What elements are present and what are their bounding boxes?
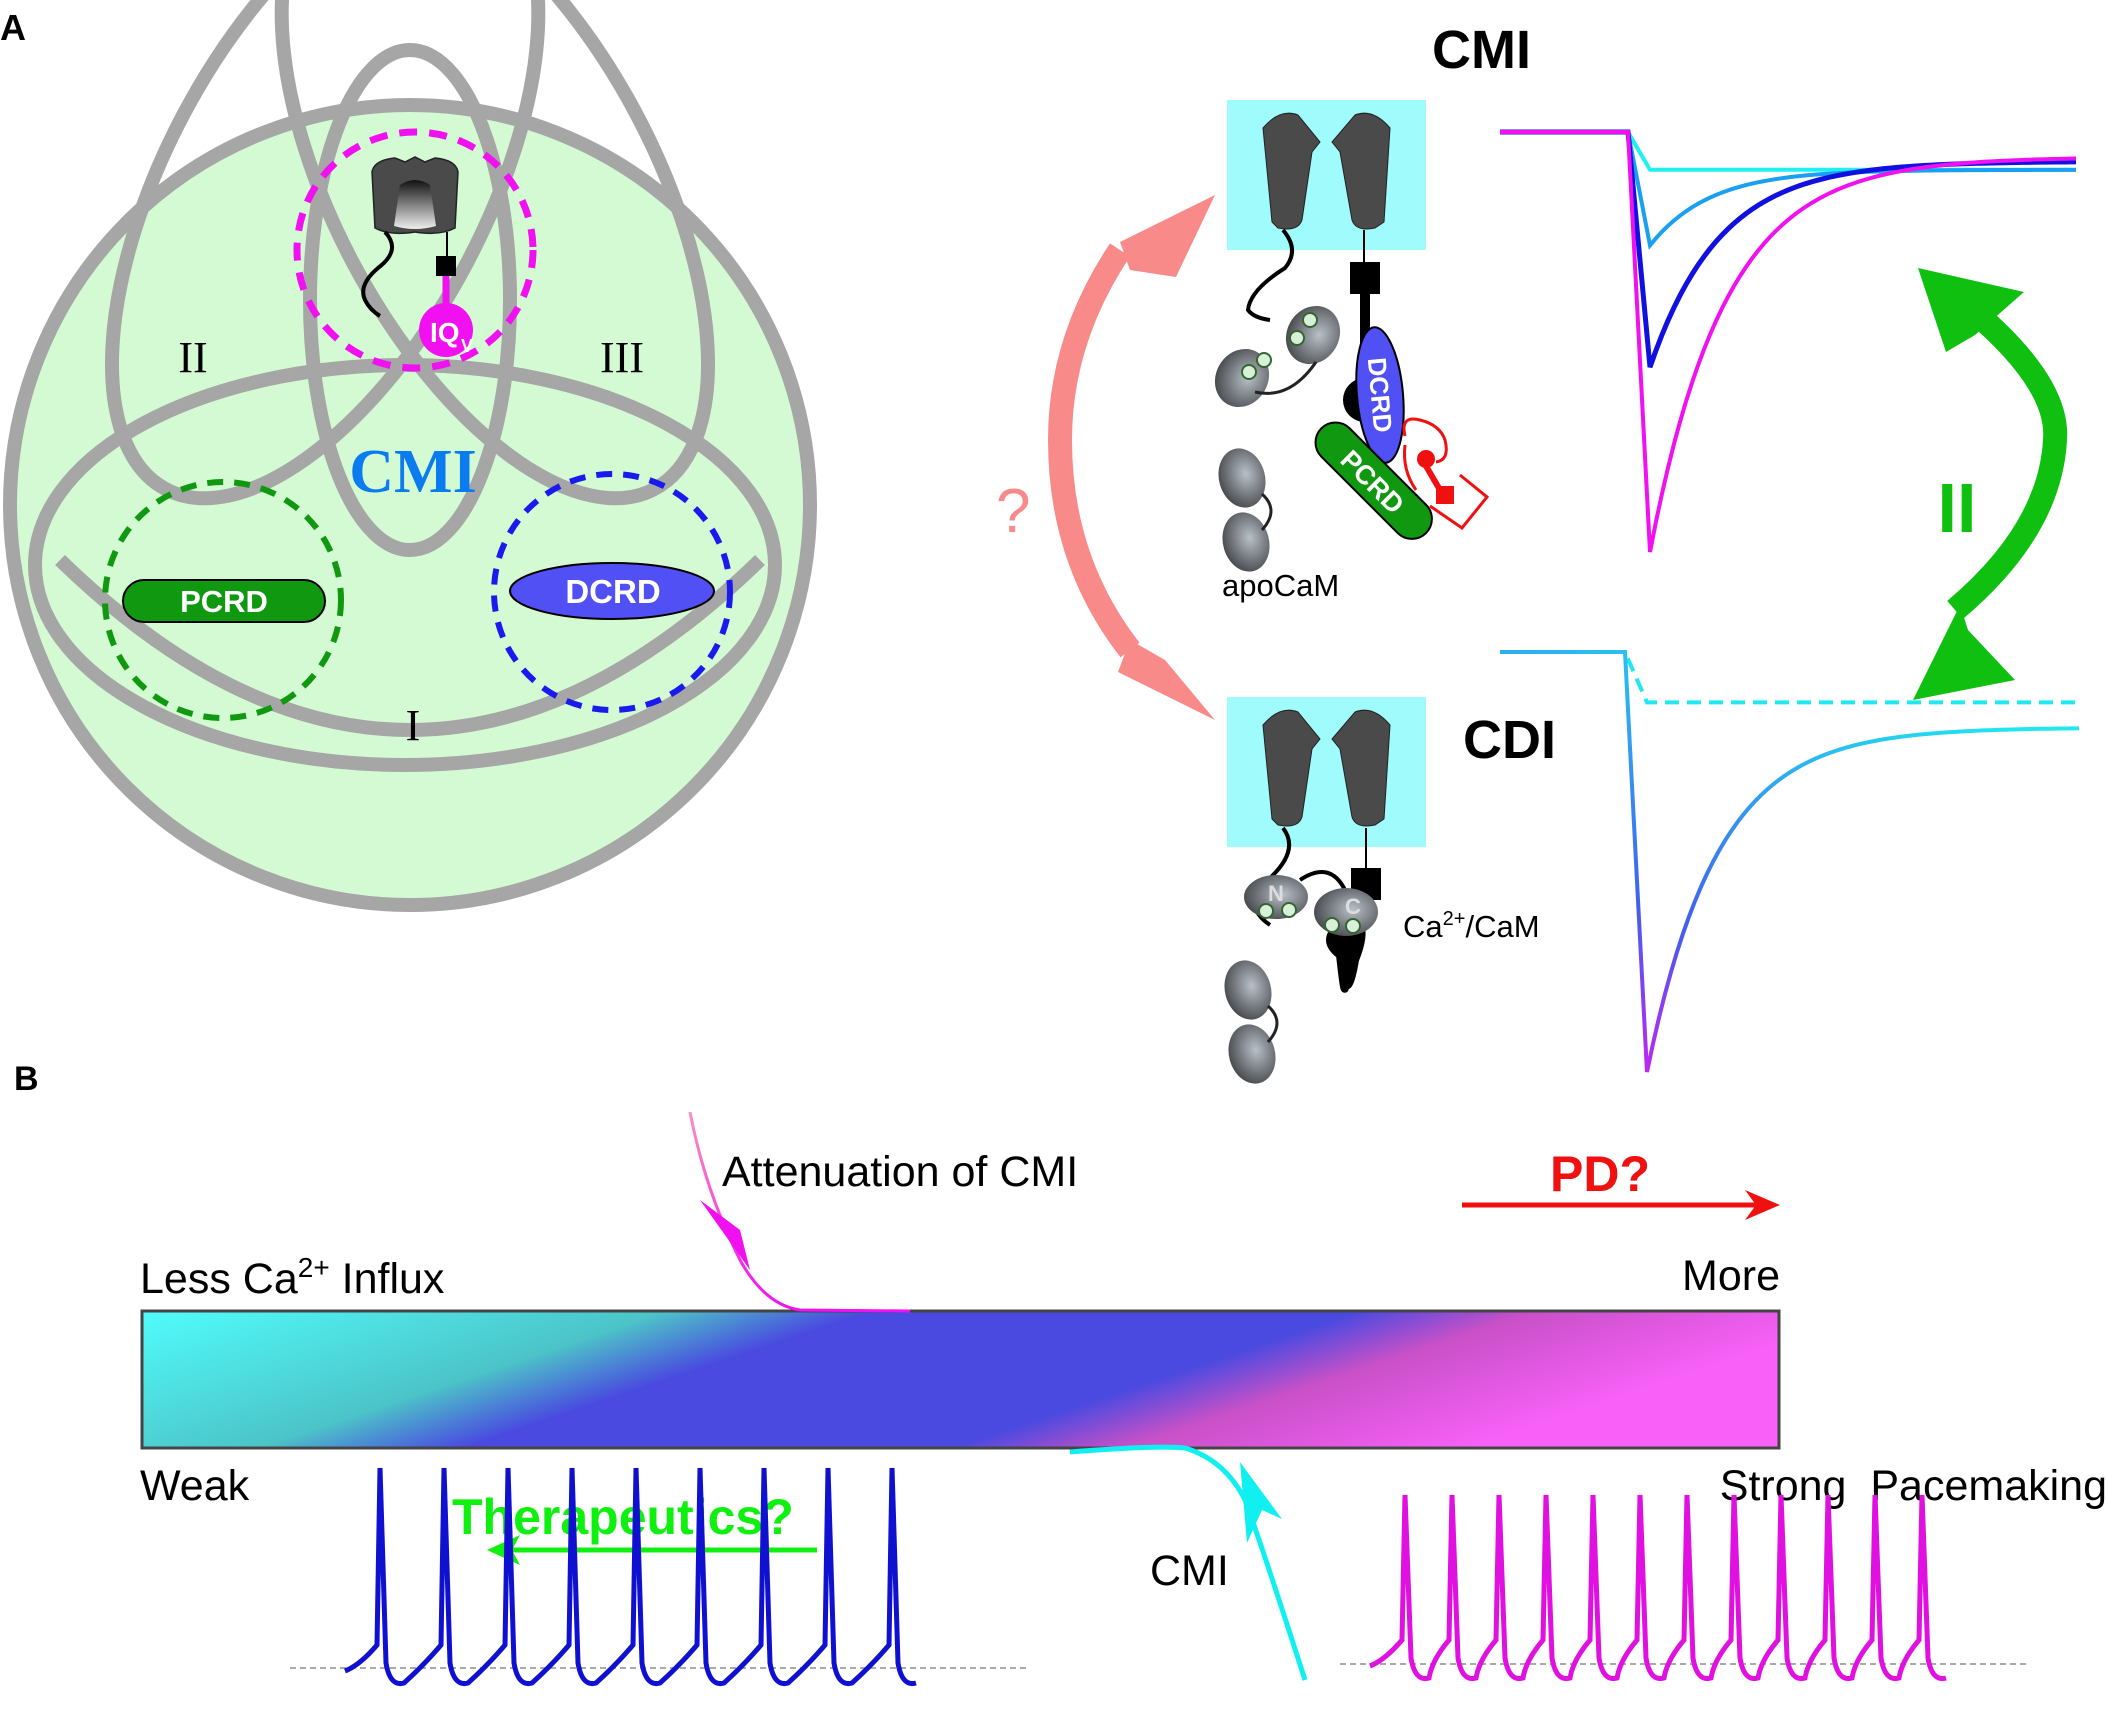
dcrd-domain-ellipse <box>509 562 715 620</box>
question-mark: ? <box>996 477 1030 546</box>
attenuation-label: Attenuation of CMI <box>722 1148 1078 1196</box>
weak-label: Weak <box>140 1462 250 1510</box>
panel-a-label: A <box>0 7 26 48</box>
apocam-molecule <box>1218 448 1273 572</box>
weak-spike-path <box>343 1467 917 1687</box>
cmi-trace-magenta <box>1500 130 2077 553</box>
cdi-trace-dashed-cyan <box>1500 650 2079 705</box>
region-label-i: I <box>406 701 421 750</box>
cdi-current-traces <box>1500 650 2080 1073</box>
pcrd-domain-pill <box>122 579 326 623</box>
channel-icon <box>361 156 459 318</box>
n-lobe-label: N <box>1268 881 1284 906</box>
iq-red-module <box>1402 417 1490 531</box>
therapeutics-label: Therapeutics? <box>452 1489 794 1545</box>
cmi-arrow-label: CMI <box>1150 1547 1229 1595</box>
calcium-influx-gradient-bar <box>140 1309 1781 1450</box>
n-terminal-tail <box>1245 228 1294 322</box>
membrane-box-bottom <box>1227 697 1426 847</box>
dcrd-domain-label: DCRD <box>565 573 660 610</box>
cmi-arrow-path <box>1069 1444 1308 1681</box>
venn-diagram: II III I CMI IQ V PCRD DCRD <box>3 0 817 912</box>
pre-iq-square <box>1350 262 1380 294</box>
cmi-title: CMI <box>1432 20 1531 80</box>
cmi-current-traces <box>1500 129 2077 553</box>
channel-subunit-right-cdi <box>1331 709 1391 827</box>
dcrd-dashed-circle <box>491 471 733 713</box>
iq-anchor-square <box>436 256 456 276</box>
venn-lower-arc <box>55 554 765 737</box>
panel-b-label: B <box>14 1060 39 1098</box>
iq-domain-label: IQ <box>430 317 460 348</box>
dcrd-rotated: DCRD <box>1355 326 1405 464</box>
venn-outer-circle <box>3 98 817 912</box>
venn-top-lobe <box>303 43 517 557</box>
membrane-box-top <box>1227 100 1426 250</box>
apocam-molecule-cdi <box>1224 960 1279 1084</box>
equal-sign: II <box>1938 469 1977 547</box>
c-lobe-label: C <box>1345 894 1361 919</box>
pcrd-domain-label: PCRD <box>180 584 268 619</box>
pcrd-dashed-circle <box>102 479 344 721</box>
venn-ellipse-right <box>274 0 716 506</box>
strong-spike-train <box>1368 1494 1947 1682</box>
cdi-trace-gradient <box>1500 650 2080 1073</box>
cdi-title: CDI <box>1463 710 1556 770</box>
attenuation-arrow-head <box>700 1200 750 1270</box>
channel-subunit-right <box>1331 112 1391 230</box>
cmi-state-diagram: CMI apoCaM DCRD <box>1214 20 1531 603</box>
iq-dashed-circle <box>293 128 537 372</box>
region-label-ii: II <box>178 333 207 382</box>
apocam-label: apoCaM <box>1222 568 1339 603</box>
strong-spike-path <box>1368 1494 1947 1682</box>
more-label: More <box>1682 1252 1780 1300</box>
cdi-state-diagram: CDI N C Ca2+/CaM <box>1224 697 1556 1084</box>
attenuation-arrow-path <box>688 1111 911 1313</box>
venn-ellipse-left <box>104 0 546 506</box>
green-double-arrow <box>1913 268 2068 700</box>
pd-label: PD? <box>1550 1146 1650 1202</box>
cmi-arrow-head <box>1240 1462 1282 1543</box>
region-label-iii: III <box>600 333 644 382</box>
dcrd-rotated-label: DCRD <box>1362 356 1398 433</box>
pd-arrow-head <box>1745 1190 1780 1220</box>
weak-spike-train <box>343 1467 917 1687</box>
venn-center-cmi-label: CMI <box>349 438 476 506</box>
less-influx-label: Less Ca2+ Influx <box>140 1252 445 1303</box>
channel-subunit-left-cdi <box>1262 709 1321 827</box>
iq-domain-ball <box>419 303 473 357</box>
ca-cam-label: Ca2+/CaM <box>1403 908 1540 944</box>
strong-pacemaking-label: Strong Pacemaking <box>1720 1462 2107 1510</box>
iq-domain-subscript: V <box>461 336 473 356</box>
channel-subunit-left <box>1262 112 1321 230</box>
panel-b: Attenuation of CMI PD? Less Ca2+ Influx … <box>140 1111 2107 1687</box>
pink-double-arrow <box>1047 195 1215 720</box>
calmodulin-ca-bound <box>1214 305 1341 408</box>
